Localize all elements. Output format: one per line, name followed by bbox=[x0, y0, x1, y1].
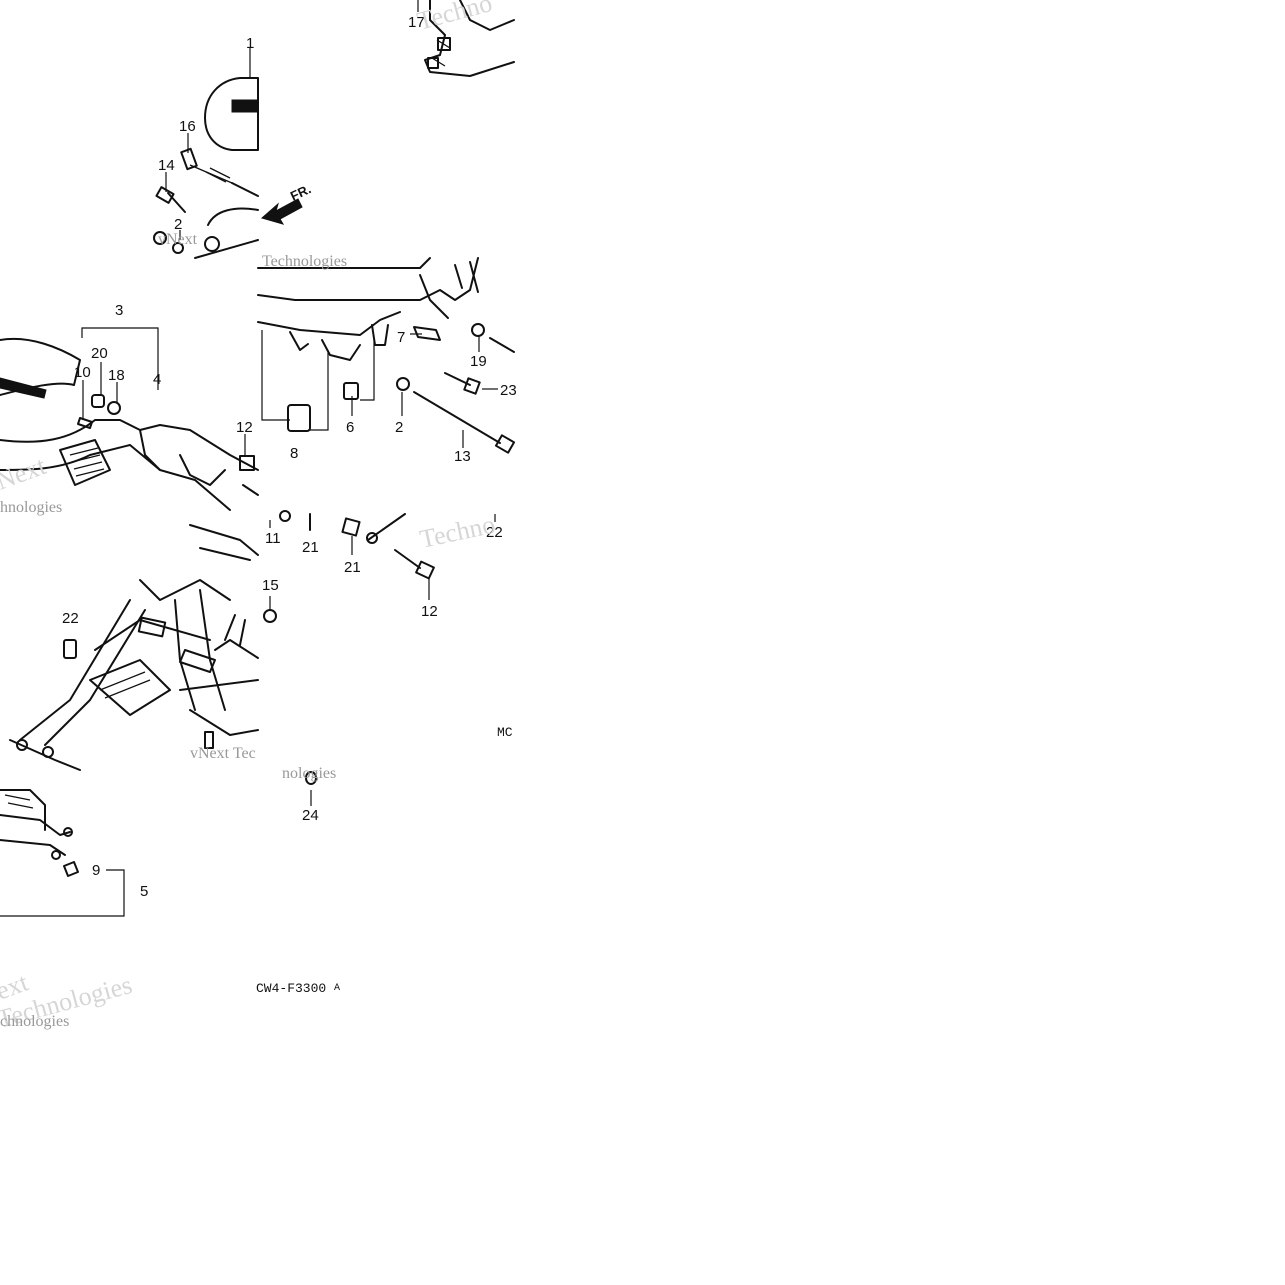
callout-3: 3 bbox=[115, 302, 123, 319]
front-direction-arrow: FR. bbox=[260, 181, 313, 225]
callout-1: 1 bbox=[246, 35, 254, 52]
callout-6: 6 bbox=[346, 419, 354, 436]
callout-14: 14 bbox=[158, 157, 175, 174]
callout-12-left: 12 bbox=[236, 419, 253, 436]
figure-suffix: A bbox=[334, 983, 340, 994]
callout-11: 11 bbox=[265, 530, 281, 547]
watermark: hnologies bbox=[0, 499, 62, 516]
callout-13: 13 bbox=[454, 448, 471, 465]
watermark: chnologies bbox=[0, 1013, 69, 1030]
watermark: Technologies bbox=[262, 253, 347, 270]
watermark: vNext bbox=[158, 231, 198, 248]
tile-bracket-assembly bbox=[257, 257, 516, 454]
callout-22-right: 22 bbox=[486, 524, 503, 541]
callout-16: 16 bbox=[179, 118, 196, 135]
watermark: Techno bbox=[417, 510, 498, 554]
tile-bottom-assembly bbox=[0, 789, 125, 917]
callout-21-right: 21 bbox=[344, 559, 361, 576]
callout-22-left: 22 bbox=[62, 610, 79, 627]
callout-17: 17 bbox=[408, 14, 425, 31]
watermark: vNext Tec bbox=[190, 745, 256, 762]
callout-10: 10 bbox=[74, 364, 91, 381]
callout-24: 24 bbox=[302, 807, 319, 824]
watermark: nologies bbox=[282, 765, 336, 782]
tile-main-frame bbox=[0, 327, 259, 511]
tile-lower-frame bbox=[9, 524, 277, 771]
front-direction-label: FR. bbox=[288, 181, 313, 203]
watermark: Techno bbox=[414, 0, 495, 36]
leader-lines bbox=[82, 0, 498, 806]
figure-code: CW4-F3300 bbox=[256, 981, 326, 996]
callout-15: 15 bbox=[262, 577, 279, 594]
callout-8: 8 bbox=[290, 445, 298, 462]
callout-18: 18 bbox=[108, 367, 125, 384]
callout-2-top: 2 bbox=[174, 216, 182, 233]
callout-2-mid: 2 bbox=[395, 419, 403, 436]
callout-23: 23 bbox=[500, 382, 517, 399]
callout-4: 4 bbox=[153, 371, 161, 388]
tile-upper-seat bbox=[153, 77, 259, 259]
watermark: Next bbox=[0, 451, 50, 496]
partial-code: MC bbox=[497, 725, 513, 740]
figure-codes: CW4-F3300 A MC bbox=[256, 725, 513, 996]
callout-19: 19 bbox=[470, 353, 487, 370]
callout-21-left: 21 bbox=[302, 539, 319, 556]
watermarks: Techno vNext Technologies Next hnologies… bbox=[0, 0, 498, 1034]
tile-rear-pieces bbox=[279, 510, 435, 785]
tile-upper-right-part bbox=[424, 0, 515, 77]
callout-numbers: 1 16 14 2 17 3 20 10 18 4 12 7 19 23 2 6… bbox=[62, 14, 517, 900]
callout-20: 20 bbox=[91, 345, 108, 362]
callout-9: 9 bbox=[92, 862, 100, 879]
callout-5: 5 bbox=[140, 883, 148, 900]
callout-12-right: 12 bbox=[421, 603, 438, 620]
callout-7: 7 bbox=[397, 329, 405, 346]
